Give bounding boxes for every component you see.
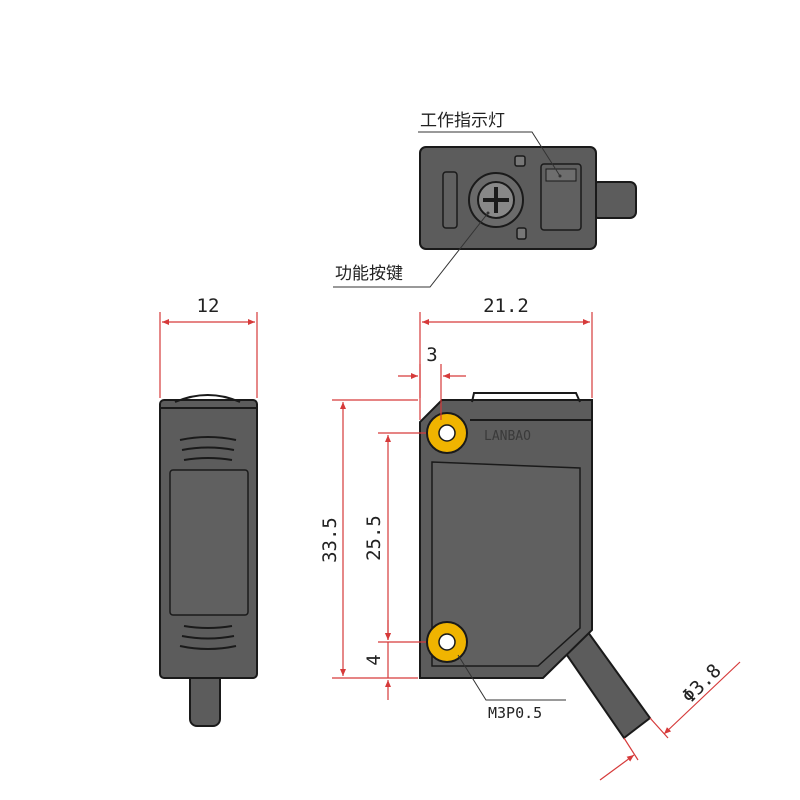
- function-button: [468, 172, 524, 228]
- function-button-leader: [333, 212, 489, 288]
- dim-width-front: 21.2: [483, 295, 529, 317]
- thread-leader: [457, 654, 566, 701]
- front-view: LANBAO 21.2 3 33.5 25.5: [319, 295, 741, 781]
- dim-height-total: 33.5: [319, 517, 341, 563]
- mount-hole-top: [426, 412, 468, 454]
- side-view-window: [169, 469, 249, 616]
- top-view-dot: [514, 155, 526, 167]
- thread-label: M3P0.5: [488, 704, 542, 722]
- mount-hole-bottom: [426, 621, 468, 663]
- dim-offset-bottom: 4: [363, 654, 385, 665]
- top-view: 工作指示灯 功能按键: [333, 111, 637, 288]
- top-view-tab: [516, 227, 527, 240]
- dim-cable-diameter: Φ3.8: [678, 660, 726, 708]
- dim-hole-spacing: 25.5: [363, 515, 385, 561]
- indicator-leader: [418, 131, 561, 177]
- top-view-cable: [591, 181, 637, 219]
- top-view-rib: [442, 171, 458, 229]
- function-button-label: 功能按键: [335, 264, 403, 284]
- dim-offset-top: 3: [426, 344, 437, 366]
- indicator-label: 工作指示灯: [420, 111, 505, 131]
- logo-text: LANBAO: [484, 429, 531, 444]
- side-view: 12: [159, 295, 258, 727]
- dim-width-side: 12: [197, 295, 220, 317]
